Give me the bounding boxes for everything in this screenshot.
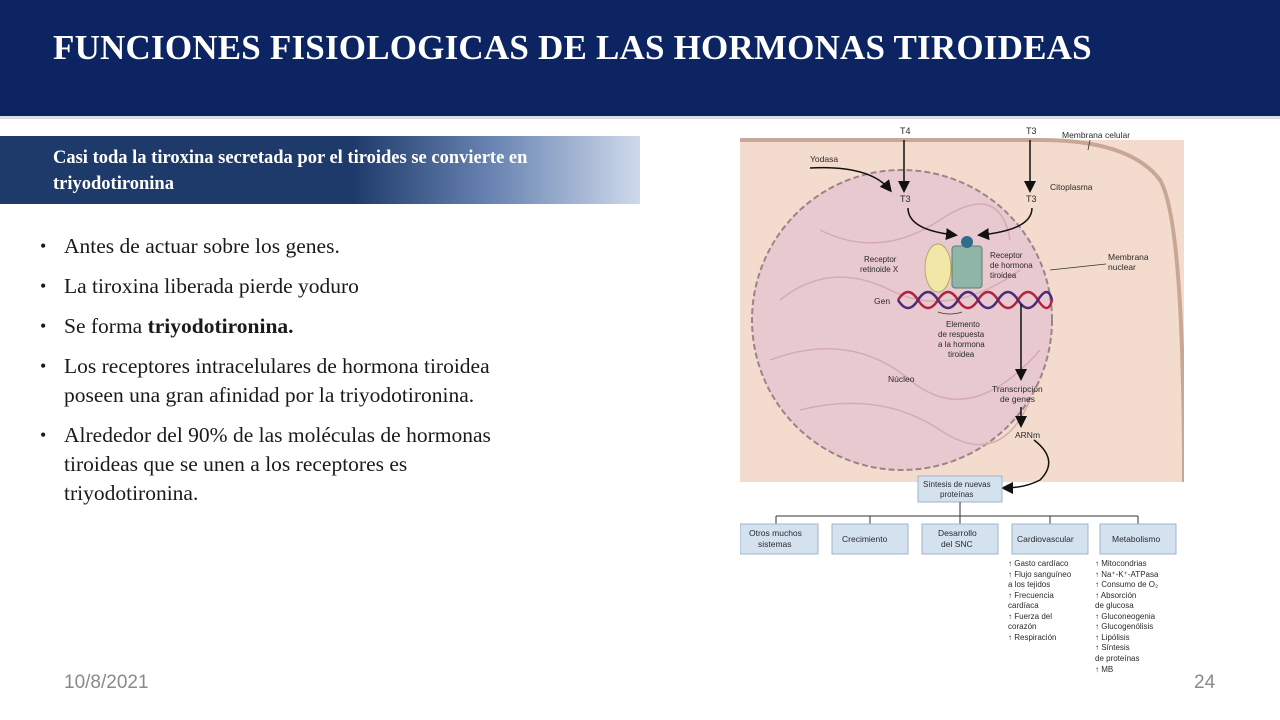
bullet-item: • Los receptores intracelulares de hormon… bbox=[40, 352, 530, 410]
bullet-text: La tiroxina liberada pierde yoduro bbox=[64, 274, 359, 298]
elemento-line3: a la hormona bbox=[938, 340, 985, 349]
receptor-x-line1: Receptor bbox=[864, 255, 897, 264]
bullet-item: • La tiroxina liberada pierde yoduro bbox=[40, 272, 530, 301]
bullet-icon: • bbox=[40, 316, 47, 336]
bullet-icon: • bbox=[40, 356, 47, 376]
t3-label-left: T3 bbox=[900, 194, 911, 204]
bullet-text: Alrededor del 90% de las moléculas de ho… bbox=[64, 423, 491, 505]
cardio-effect: ↑ Flujo sanguíneo bbox=[1008, 570, 1072, 579]
cardio-effect: a los tejidos bbox=[1008, 580, 1050, 589]
bullet-item: • Se forma triyodotironina. bbox=[40, 312, 530, 341]
metab-effect: de proteínas bbox=[1095, 654, 1139, 663]
receptor-hormona-line3: tiroidea bbox=[990, 271, 1017, 280]
bullet-item: • Alrededor del 90% de las moléculas de h… bbox=[40, 421, 530, 508]
transcripcion-line1: Transcripción bbox=[992, 384, 1043, 394]
cardio-effect: cardíaca bbox=[1008, 601, 1039, 610]
cardio-effect: ↑ Gasto cardíaco bbox=[1008, 559, 1069, 568]
box-metab-line1: Metabolismo bbox=[1112, 534, 1160, 544]
box-cardio-line1: Cardiovascular bbox=[1017, 534, 1074, 544]
dna-strand-b bbox=[896, 290, 1054, 310]
metab-effect: ↑ Consumo de O₂ bbox=[1095, 580, 1158, 589]
elemento-line2: de respuesta bbox=[938, 330, 985, 339]
retinoid-x-receptor bbox=[924, 243, 952, 293]
metab-effect: ↑ Na⁺-K⁺-ATPasa bbox=[1095, 570, 1159, 579]
box-crecimiento-line1: Crecimiento bbox=[842, 534, 888, 544]
sintesis-line2: proteínas bbox=[940, 490, 973, 499]
cardio-effect: ↑ Fuerza del bbox=[1008, 612, 1052, 621]
metab-effect: ↑ Síntesis bbox=[1095, 643, 1130, 652]
receptor-hormona-line2: de hormona bbox=[990, 261, 1033, 270]
membrana-celular-label: Membrana celular bbox=[1062, 130, 1130, 140]
metab-effect: ↑ Lipólisis bbox=[1095, 633, 1130, 642]
gen-label: Gen bbox=[874, 296, 890, 306]
nucleus bbox=[751, 169, 1053, 471]
nucleo-label: Núcleo bbox=[888, 374, 915, 384]
box-snc-line1: Desarrollo bbox=[938, 528, 977, 538]
metab-effect: de glucosa bbox=[1095, 601, 1134, 610]
bullet-item: • Antes de actuar sobre los genes. bbox=[40, 232, 530, 261]
metab-effect: ↑ Mitocondrias bbox=[1095, 559, 1147, 568]
box-snc bbox=[921, 523, 999, 555]
membrana-nuclear-line1: Membrana bbox=[1108, 252, 1149, 262]
bullet-icon: • bbox=[40, 276, 47, 296]
metab-effect: ↑ Absorción bbox=[1095, 591, 1136, 600]
bullet-bold-text: triyodotironina. bbox=[147, 314, 294, 338]
page-number: 24 bbox=[1194, 672, 1216, 693]
t3-label-top: T3 bbox=[1026, 126, 1037, 136]
title-bar bbox=[0, 0, 1280, 116]
t3-label-right: T3 bbox=[1026, 194, 1037, 204]
box-metabolismo bbox=[1099, 523, 1177, 555]
sintesis-line1: Síntesis de nuevas bbox=[923, 480, 991, 489]
arnm-label: ARNm bbox=[1015, 430, 1040, 440]
box-snc-line2: del SNC bbox=[941, 539, 973, 549]
title-divider bbox=[0, 116, 1280, 119]
metab-effect: ↑ Gluconeogenia bbox=[1095, 612, 1156, 621]
slide-title: FUNCIONES FISIOLOGICAS DE LAS HORMONAS T… bbox=[53, 28, 1092, 67]
membrana-nuclear-line2: nuclear bbox=[1108, 262, 1136, 272]
t3-molecule bbox=[961, 236, 973, 248]
yodasa-label: Yodasa bbox=[810, 154, 838, 164]
box-otros-line2: sistemas bbox=[758, 539, 792, 549]
footer-date: 10/8/2021 bbox=[64, 672, 149, 693]
bullet-icon: • bbox=[40, 236, 47, 256]
thyroid-hormone-receptor bbox=[951, 245, 983, 289]
elemento-line1: Elemento bbox=[946, 320, 980, 329]
bullet-text: Antes de actuar sobre los genes. bbox=[64, 234, 340, 258]
metab-effect: ↑ Glucogenólisis bbox=[1095, 622, 1153, 631]
citoplasma-label: Citoplasma bbox=[1050, 182, 1093, 192]
t4-label: T4 bbox=[900, 126, 911, 136]
slide-subtitle: Casi toda la tiroxina secretada por el t… bbox=[53, 148, 528, 194]
subtitle-band bbox=[0, 136, 640, 204]
box-crecimiento bbox=[831, 523, 909, 555]
box-cardiovascular bbox=[1011, 523, 1089, 555]
box-otros bbox=[740, 523, 819, 555]
bullet-text: Se forma bbox=[64, 314, 148, 338]
metab-effect: ↑ MB bbox=[1095, 665, 1113, 674]
receptor-hormona-line1: Receptor bbox=[990, 251, 1023, 260]
receptor-x-line2: retinoide X bbox=[860, 265, 899, 274]
cardio-effect: ↑ Respiración bbox=[1008, 633, 1056, 642]
bullet-icon: • bbox=[40, 425, 47, 445]
cardio-effect: corazón bbox=[1008, 622, 1036, 631]
box-otros-line1: Otros muchos bbox=[749, 528, 802, 538]
bullet-text: Los receptores intracelulares de hormona… bbox=[64, 354, 490, 407]
thyroid-hormone-figure: T4 T3 T3 T3 Membrana celular Yodasa Cito… bbox=[740, 120, 1184, 674]
bullet-list: • Antes de actuar sobre los genes. • La ti… bbox=[40, 232, 530, 519]
elemento-line4: tiroidea bbox=[948, 350, 975, 359]
cardio-effect: ↑ Frecuencia bbox=[1008, 591, 1054, 600]
transcripcion-line2: de genes bbox=[1000, 394, 1035, 404]
